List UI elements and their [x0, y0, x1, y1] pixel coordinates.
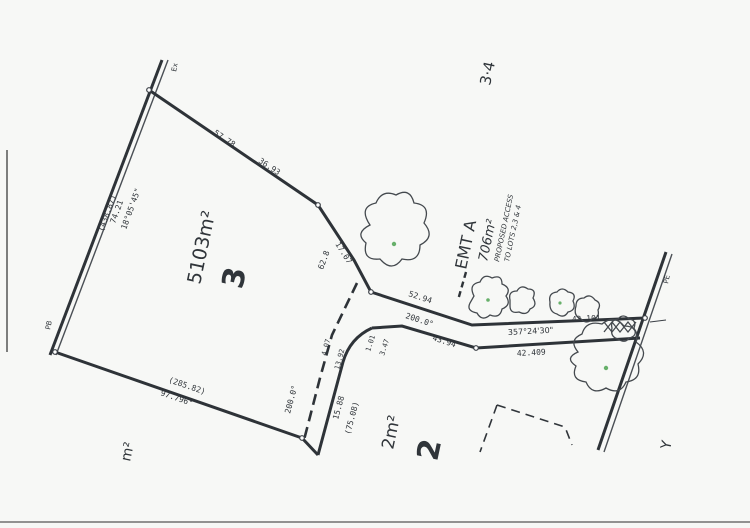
tree-icon	[549, 288, 575, 317]
tree-icon	[468, 275, 509, 319]
neck-bearing-label: 357°24'30"	[508, 326, 554, 337]
lot3-south-tail	[300, 436, 320, 457]
lot3-north-boundary	[148, 88, 373, 293]
access-curve-line	[316, 326, 373, 456]
tree-icon	[509, 286, 536, 315]
vertex-marker	[642, 315, 648, 321]
vertex-marker	[52, 349, 58, 355]
east-road-boundary	[596, 251, 668, 451]
easement-leader-line	[456, 271, 468, 301]
access-south-line	[371, 324, 641, 350]
edge-label-top: Ex	[170, 62, 180, 72]
tree-icon	[360, 191, 430, 267]
neck-end-top-label: 43.101	[572, 313, 602, 324]
lot-left-area-label: m²	[118, 441, 138, 463]
vertex-marker	[299, 435, 305, 441]
tree-icon	[610, 315, 636, 342]
access-north-line	[370, 290, 646, 327]
lot2-building-outline	[496, 404, 573, 446]
vertex-marker	[315, 202, 321, 208]
tree-icon	[569, 318, 645, 392]
lot2-building-edge	[479, 404, 498, 453]
edge-label-left: PB	[44, 320, 54, 331]
vertex-marker	[146, 87, 152, 93]
edge-label-right: PE	[662, 274, 672, 284]
tree-icon	[574, 295, 601, 323]
edge-label-bottom-right: Y	[658, 439, 676, 452]
west-boundary-offset	[55, 59, 169, 356]
road-arrow	[649, 319, 667, 323]
east-road-boundary-offset	[603, 253, 673, 453]
west-boundary-line	[48, 59, 164, 356]
vertex-marker	[473, 345, 479, 351]
lot3-south-boundary	[54, 350, 303, 440]
vertex-marker	[368, 289, 374, 295]
lot-3-4-label: 3·4	[476, 60, 499, 87]
hedge-icon	[603, 320, 637, 334]
neck-end-bottom-label: 42.409	[517, 347, 547, 358]
